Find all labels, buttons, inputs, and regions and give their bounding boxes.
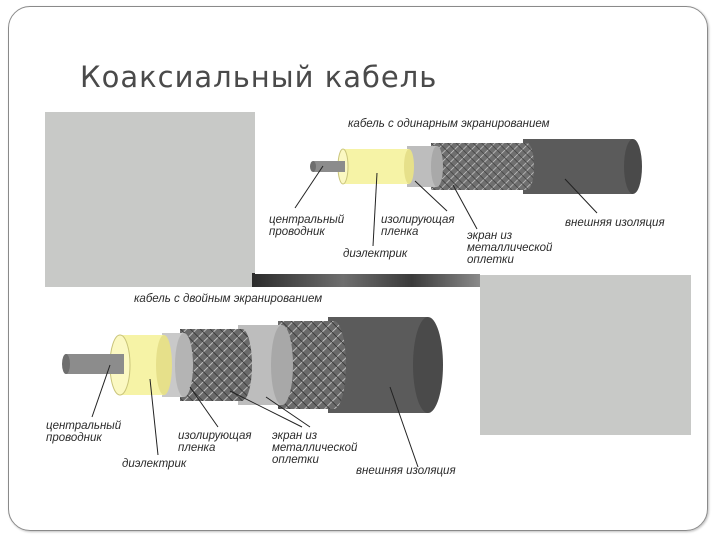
single-caption: кабель с одинарным экранированием [348, 118, 550, 130]
double-label-insulating-film: изолирующая пленка [178, 430, 252, 454]
double-label-dielectric: диэлектрик [122, 458, 187, 470]
double-shield-diagram: кабель с двойным экранированием централь… [40, 287, 480, 479]
slide-frame [8, 6, 708, 531]
single-label-outer-insulation: внешняя изоляция [565, 217, 665, 229]
double-central-conductor [62, 354, 124, 374]
double-label-shield: экран из металлической оплетки [272, 430, 358, 466]
double-caption: кабель с двойным экранированием [134, 293, 323, 305]
left-gray-block [45, 112, 255, 287]
photo-strip [252, 273, 480, 289]
single-leader-lines [294, 165, 598, 247]
single-shield-cable-drawing [294, 139, 642, 247]
single-label-dielectric: диэлектрик [343, 248, 408, 260]
single-outer-jacket [523, 139, 642, 194]
single-braid-shield [431, 143, 534, 190]
single-label-insulating-film: изолирующая пленка [381, 214, 455, 238]
right-gray-block [478, 275, 691, 435]
double-label-central-conductor: центральный проводник [46, 420, 122, 444]
single-shield-diagram: кабель с одинарным экранированием центра… [255, 111, 692, 274]
single-dielectric [337, 148, 414, 185]
single-label-central-conductor: центральный проводник [269, 214, 345, 238]
double-label-outer-insulation: внешняя изоляция [356, 465, 456, 477]
double-leader-lines [91, 364, 419, 468]
single-central-conductor [310, 161, 345, 172]
slide-title: Коаксиальный кабель [80, 60, 438, 94]
single-label-shield: экран из металлической оплетки [467, 230, 553, 266]
double-shield-cable-drawing [62, 317, 443, 468]
